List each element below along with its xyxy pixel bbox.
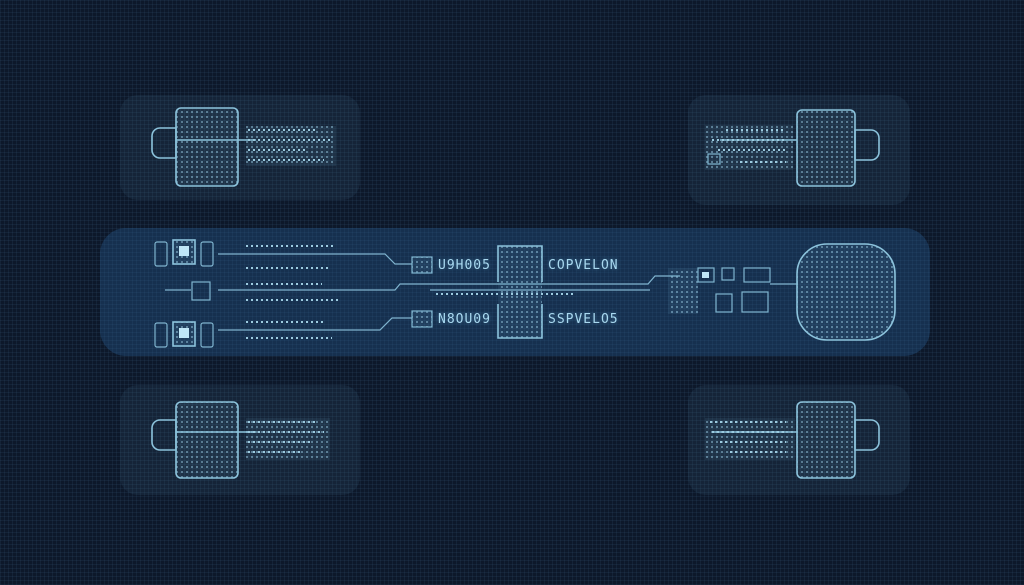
label-bottom-left: N8OU09	[438, 312, 491, 327]
chip-bottom	[411, 310, 433, 328]
module-top-right	[705, 109, 880, 187]
chip-top	[411, 256, 433, 274]
label-bottom-right: SSPVELO5	[548, 312, 619, 327]
center-junction	[430, 245, 650, 339]
module-bottom-right	[705, 401, 880, 479]
label-top-right: COPVELON	[548, 258, 619, 273]
band-left-connectors	[154, 239, 680, 348]
band-right-components	[668, 243, 896, 341]
module-top-left	[151, 107, 336, 187]
module-bottom-left	[151, 401, 330, 479]
label-top-left: U9H005	[438, 258, 491, 273]
